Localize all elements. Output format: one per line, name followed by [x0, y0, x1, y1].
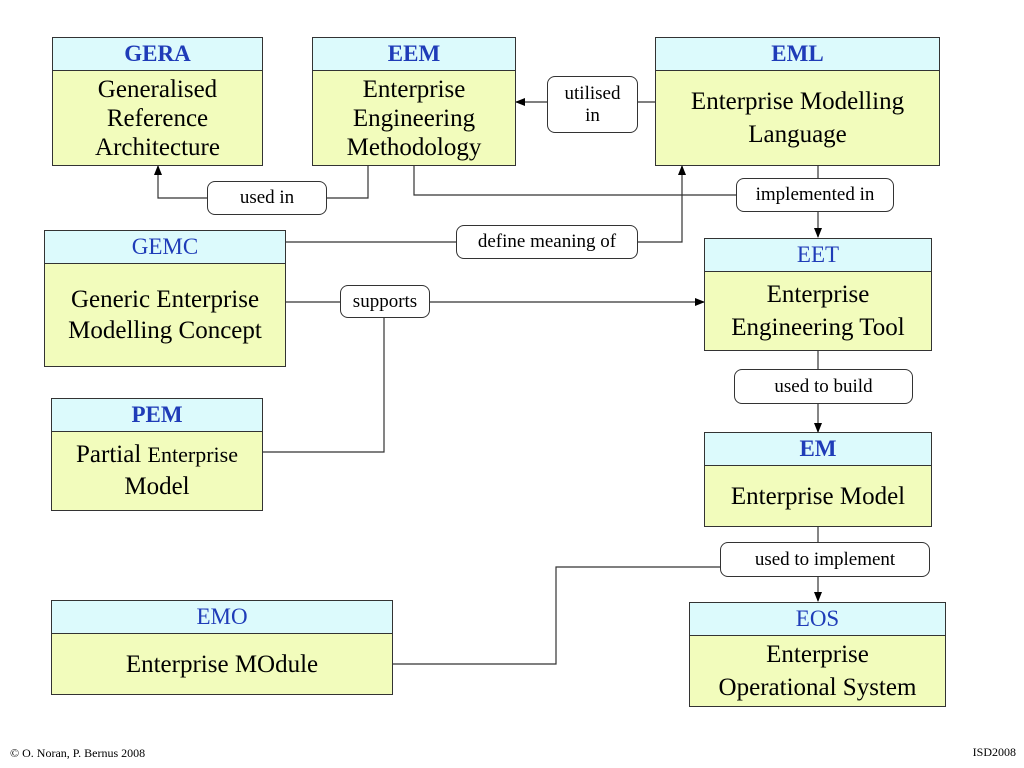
gera-description: Generalised Reference Architecture: [95, 75, 220, 161]
emo-title: EMO: [52, 601, 392, 634]
eet-description: Enterprise Engineering Tool: [731, 281, 905, 341]
em-title: EM: [705, 433, 931, 466]
pem-title: PEM: [52, 399, 262, 432]
eem-description: Enterprise Engineering Methodology: [346, 75, 482, 161]
gemc-box: GEMC Generic Enterprise Modelling Concep…: [44, 230, 286, 367]
gera-title: GERA: [53, 38, 262, 71]
label-used-to-implement: used to implement: [720, 542, 930, 577]
label-used-in: used in: [207, 181, 327, 215]
label-supports: supports: [340, 285, 430, 318]
line-eem-eet: [413, 166, 822, 238]
pem-description: Partial Enterprise Model: [76, 441, 238, 500]
slide-code: ISD2008: [972, 745, 1016, 759]
eem-title: EEM: [313, 38, 515, 71]
label-implemented-in: implemented in: [736, 178, 894, 212]
pem-box: PEM Partial Enterprise Model: [51, 398, 263, 511]
gera-box: GERA Generalised Reference Architecture: [52, 37, 263, 166]
line-pem-supports: [263, 302, 385, 453]
eml-title: EML: [656, 38, 939, 71]
label-utilised-in: utilised in: [547, 76, 638, 133]
copyright-text: © O. Noran, P. Bernus 2008: [10, 746, 146, 760]
gemc-title: GEMC: [45, 231, 285, 264]
emo-box: EMO Enterprise MOdule: [51, 600, 393, 695]
eem-box: EEM Enterprise Engineering Methodology: [312, 37, 516, 166]
eos-title: EOS: [690, 603, 945, 636]
emo-description: Enterprise MOdule: [125, 650, 319, 678]
eml-box: EML Enterprise Modelling Language: [655, 37, 940, 166]
line-gemc-eml: [286, 165, 686, 243]
gemc-description: Generic Enterprise Modelling Concept: [68, 286, 262, 344]
em-box: EM Enterprise Model: [704, 432, 932, 527]
eos-description: Enterprise Operational System: [718, 641, 917, 701]
em-description: Enterprise Model: [730, 482, 906, 510]
eml-description: Enterprise Modelling Language: [690, 88, 905, 148]
label-define-meaning-of: define meaning of: [456, 225, 638, 259]
line-emo-implement: [393, 566, 720, 665]
label-used-to-build: used to build: [734, 369, 913, 404]
eet-title: EET: [705, 239, 931, 272]
eos-box: EOS Enterprise Operational System: [689, 602, 946, 707]
eet-box: EET Enterprise Engineering Tool: [704, 238, 932, 351]
